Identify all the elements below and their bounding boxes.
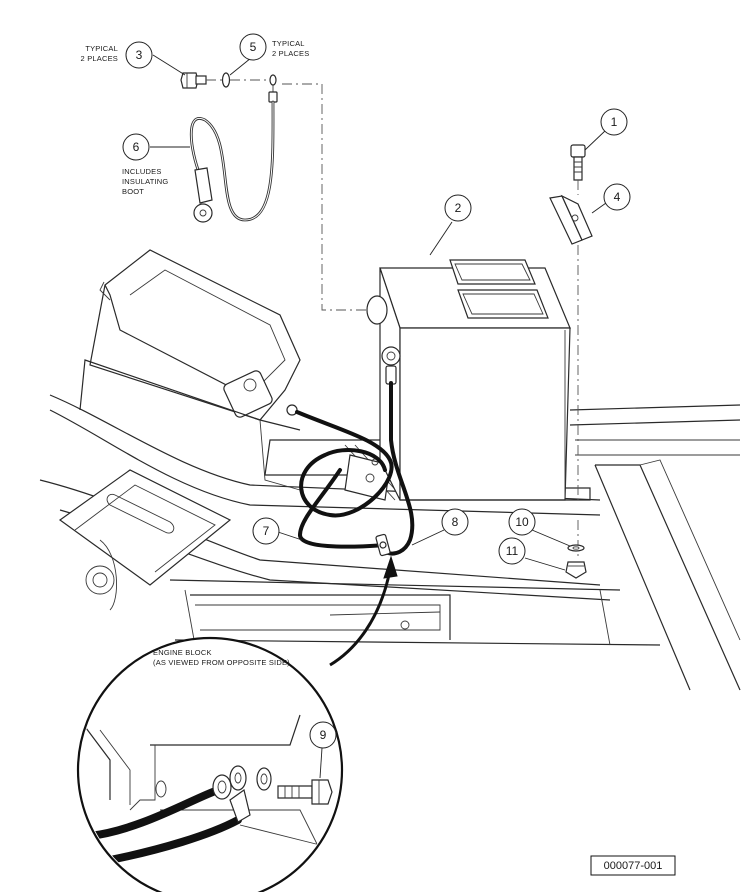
callout-1: 1: [600, 108, 628, 136]
detail-arrow: [329, 555, 398, 667]
callout-11-label: 11: [506, 544, 519, 558]
engine-housing: [79, 249, 301, 491]
note-item-6-line-3: BOOT: [122, 187, 144, 196]
hold-down-bolt: [570, 144, 586, 181]
note-detail-line-2: (AS VIEWED FROM OPPOSITE SIDE): [153, 658, 290, 667]
figure-number-box: 000077-001: [590, 855, 676, 876]
note-item-3: TYPICAL 2 PLACES: [81, 44, 118, 63]
callout-9-label: 9: [320, 728, 327, 742]
callout-1-label: 1: [611, 115, 618, 129]
note-item-3-line-2: 2 PLACES: [81, 54, 118, 63]
note-item-6-line-2: INSULATING: [122, 177, 168, 186]
battery: [366, 259, 591, 501]
ground-cable: [189, 85, 278, 223]
callout-4: 4: [603, 183, 631, 211]
callout-10-label: 10: [515, 515, 529, 529]
callout-8-label: 8: [452, 515, 459, 529]
hold-down-clamp: [549, 194, 593, 245]
vehicle-frame: [39, 394, 741, 691]
assembly-line-5: [282, 83, 366, 311]
callout-3-label: 3: [136, 48, 143, 62]
note-item-3-line-1: TYPICAL: [85, 44, 118, 53]
note-item-5: TYPICAL 2 PLACES: [272, 39, 309, 58]
callout-11: 11: [498, 537, 526, 565]
callout-5: 5: [239, 33, 267, 61]
callout-6: 6: [122, 133, 150, 161]
callout-4-label: 4: [614, 190, 621, 204]
callout-10: 10: [508, 508, 536, 536]
lock-washer: [221, 72, 277, 88]
note-detail: ENGINE BLOCK (AS VIEWED FROM OPPOSITE SI…: [153, 648, 290, 667]
callout-8: 8: [441, 508, 469, 536]
callout-3: 3: [125, 41, 153, 69]
callout-7-label: 7: [263, 524, 270, 538]
note-item-6: INCLUDES INSULATING BOOT: [122, 167, 168, 196]
figure-number: 000077-001: [604, 860, 663, 872]
callout-5-label: 5: [250, 40, 257, 54]
nut: [565, 561, 587, 579]
battery-cables: [295, 381, 415, 557]
detail-view: [76, 636, 344, 892]
washer: [567, 544, 585, 552]
note-detail-line-1: ENGINE BLOCK: [153, 648, 212, 657]
callout-7: 7: [252, 517, 280, 545]
note-item-5-line-2: 2 PLACES: [272, 49, 309, 58]
cap-screw: [180, 72, 207, 89]
callout-6-label: 6: [133, 140, 140, 154]
callout-9: 9: [309, 721, 337, 749]
note-item-5-line-1: TYPICAL: [272, 39, 305, 48]
note-item-6-line-1: INCLUDES: [122, 167, 162, 176]
callout-2-label: 2: [455, 201, 462, 215]
callout-2: 2: [444, 194, 472, 222]
